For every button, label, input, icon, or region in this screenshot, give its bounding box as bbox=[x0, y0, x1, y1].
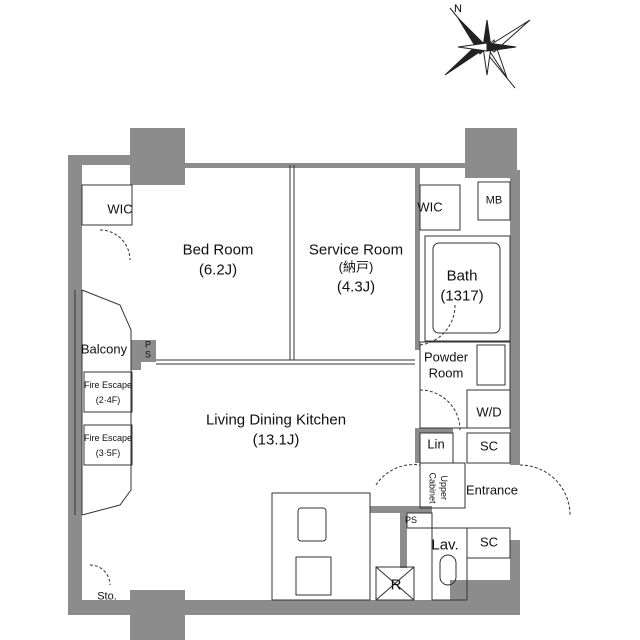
sto-label: Sto. bbox=[97, 590, 117, 603]
wd-label: W/D bbox=[476, 404, 502, 420]
powder-room-label-1: Powder bbox=[423, 349, 469, 365]
service-room-label: Service Room bbox=[308, 241, 404, 259]
ps-top-label: PS bbox=[144, 339, 151, 360]
fire-escape-2-floors: (3·5F) bbox=[95, 447, 121, 458]
ldk-label: Living Dining Kitchen bbox=[205, 411, 347, 429]
sc-top-label: SC bbox=[479, 438, 499, 454]
bath-label: Bath bbox=[446, 267, 478, 285]
compass-rose-icon bbox=[444, 7, 531, 89]
sc-bottom-label: SC bbox=[479, 534, 499, 550]
fire-escape-1-label: Fire Escape bbox=[83, 379, 133, 390]
wic-right-label: WIC bbox=[417, 199, 443, 215]
bath-size: (1317) bbox=[440, 287, 484, 305]
ldk-size: (13.1J) bbox=[252, 431, 300, 449]
wic-left-label: WIC bbox=[107, 201, 133, 217]
fire-escape-2-label: Fire Escape bbox=[83, 432, 133, 443]
upper-cabinet-line1: Upper bbox=[438, 475, 449, 501]
bed-room-label: Bed Room bbox=[182, 241, 254, 259]
ps-bottom-label: PS bbox=[404, 514, 418, 525]
interior-lines bbox=[74, 165, 571, 601]
upper-cabinet-label: Upper Cabinet bbox=[427, 472, 449, 503]
service-room-size: (4.3J) bbox=[336, 278, 376, 296]
lin-label: Lin bbox=[427, 436, 445, 452]
fire-escape-1-floors: (2·4F) bbox=[95, 394, 121, 405]
lav-label: Lav. bbox=[431, 536, 459, 554]
powder-room-label-2: Room bbox=[428, 365, 464, 381]
north-label: N bbox=[454, 3, 462, 15]
walls bbox=[68, 128, 520, 640]
balcony-label: Balcony bbox=[80, 341, 128, 357]
r-label: R bbox=[390, 576, 402, 594]
service-room-jp: (納戸) bbox=[338, 259, 374, 275]
mb-label: MB bbox=[485, 194, 503, 207]
entrance-label: Entrance bbox=[465, 482, 519, 498]
bed-room-size: (6.2J) bbox=[198, 261, 238, 279]
upper-cabinet-line2: Cabinet bbox=[427, 472, 438, 504]
